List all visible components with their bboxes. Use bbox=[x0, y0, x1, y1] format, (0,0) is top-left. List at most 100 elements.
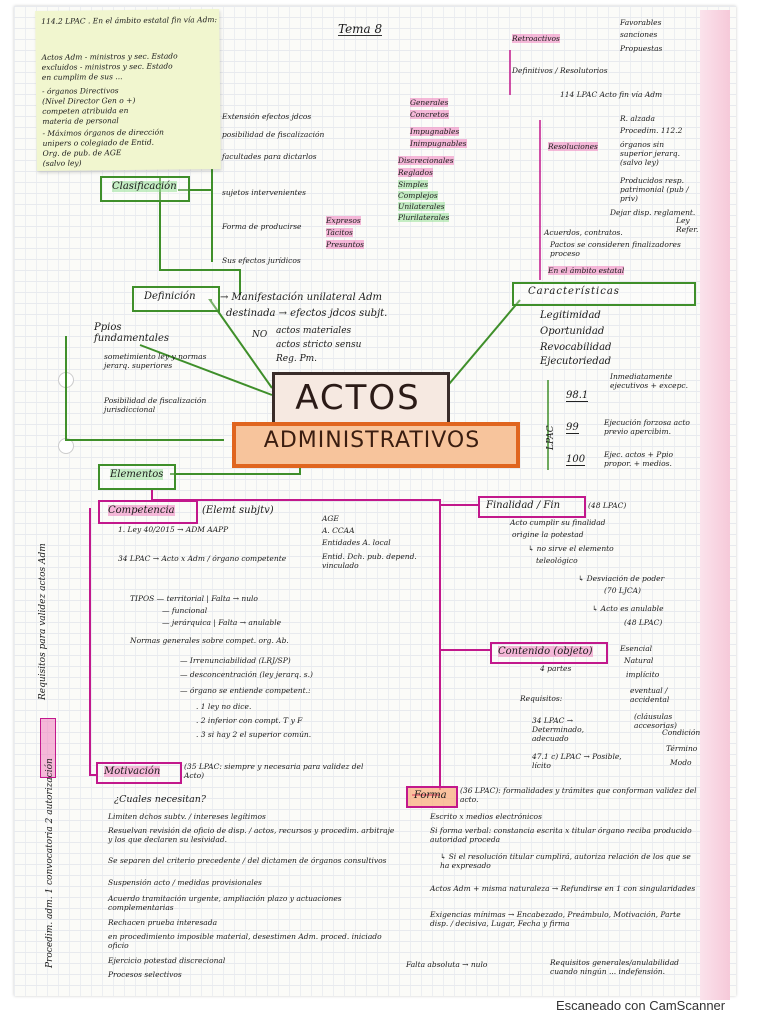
competencia-suffix: (Elemt subjtv) bbox=[202, 505, 274, 516]
definicion-no-item: actos materiales bbox=[276, 326, 352, 336]
forma-label: Forma bbox=[414, 790, 447, 801]
article-num: 98.1 bbox=[566, 390, 589, 402]
requisitos-label: Requisitos: bbox=[520, 694, 563, 703]
competencia-line: — desconcentración (ley jerarq. s.) bbox=[180, 670, 313, 679]
definicion-text: → Manifestación unilateral Adm bbox=[220, 292, 382, 303]
finalidad-line: ↳ Desviación de poder bbox=[578, 574, 665, 583]
forma-box bbox=[406, 786, 458, 808]
article-text: Ejecución forzosa acto previo apercibim. bbox=[604, 418, 690, 436]
clasificacion-box bbox=[100, 176, 190, 202]
clasif-sub: Reglados bbox=[398, 168, 433, 177]
sticky-line: Actos Adm - ministros y sec. Estado bbox=[41, 51, 178, 62]
entidad-item: AGE bbox=[322, 514, 339, 523]
ppios-label: Ppios fundamentales bbox=[94, 322, 170, 344]
competencia-label: Competencia bbox=[108, 505, 175, 516]
lpac-label: LPAC bbox=[546, 425, 556, 450]
competencia-line: . 3 si hay 2 el superior común. bbox=[196, 730, 312, 739]
accidental-item: Modo bbox=[670, 758, 692, 767]
caracteristicas-box bbox=[512, 282, 696, 306]
definitivos-extra: En el ámbito estatal bbox=[548, 266, 625, 275]
competencia-line: — órgano se entiende competent.: bbox=[180, 686, 311, 695]
finalidad-label: Finalidad / Fin bbox=[486, 500, 561, 511]
elementos-box bbox=[98, 464, 176, 490]
clasif-sub: Simples bbox=[398, 180, 429, 189]
motivacion-item: Se separen del criterio precedente / del… bbox=[108, 856, 387, 865]
sticky-line: (Nivel Director Gen o +) bbox=[42, 95, 136, 106]
forma-item: Falta absoluta → nulo bbox=[406, 960, 488, 969]
sticky-line: 114.2 LPAC . En el ámbito estatal fin ví… bbox=[41, 15, 218, 26]
contenido-kind: Esencial bbox=[620, 644, 653, 653]
sticky-line: materia de personal bbox=[42, 116, 119, 126]
article-num: 100 bbox=[566, 454, 586, 466]
caract-item: Ejecutoriedad bbox=[540, 356, 612, 367]
clasif-sub: Discrecionales bbox=[398, 156, 454, 165]
contenido-parts: 4 partes bbox=[540, 664, 572, 673]
clasif-sub: Concretos bbox=[410, 110, 449, 119]
clasif-item: Sus efectos jurídicos bbox=[222, 256, 301, 265]
motivacion-item: Resuelvan revisión de oficio de disp. / … bbox=[108, 826, 395, 844]
finalidad-line: ↳ Acto es anulable bbox=[592, 604, 664, 613]
clasif-item: Forma de producirse bbox=[222, 222, 302, 231]
motivacion-box bbox=[96, 762, 182, 784]
motivacion-item: Procesos selectivos bbox=[108, 970, 182, 979]
requisito-item: 47.1 c) LPAC → Posible, lícito bbox=[532, 752, 622, 770]
clasif-sub: Presuntos bbox=[326, 240, 364, 249]
title-box-bottom bbox=[232, 422, 520, 468]
requisito-item: 34 LPAC → Determinado, adecuado bbox=[532, 716, 585, 743]
contenido-box bbox=[490, 642, 608, 664]
contenido-kind: eventual / accidental bbox=[630, 686, 670, 704]
resolucion-item: Procedim. 112.2 bbox=[620, 126, 683, 135]
motivacion-item: Ejercicio potestad discrecional bbox=[108, 956, 226, 965]
competencia-line: 1. Ley 40/2015 → ADM AAPP bbox=[118, 525, 229, 534]
resoluciones-label: Resoluciones bbox=[548, 142, 598, 151]
definicion-text: destinada → efectos jdcos subjt. bbox=[226, 308, 388, 319]
finalidad-line: origine la potestad bbox=[512, 530, 584, 539]
contenido-label: Contenido (objeto) bbox=[498, 646, 593, 657]
caracteristicas-label: Características bbox=[528, 286, 620, 297]
article-num: 99 bbox=[566, 422, 579, 434]
main-title-line2: ADMINISTRATIVOS bbox=[263, 428, 481, 453]
motivacion-suffix: (35 LPAC: siempre y necesaria para valid… bbox=[184, 762, 364, 780]
sticky-line: competen atribuida en bbox=[42, 105, 129, 116]
ley-refer: Ley Refer. bbox=[676, 216, 699, 234]
motivacion-item: Rechacen prueba interesada bbox=[108, 918, 218, 927]
sticky-line: en cumplim de sus ... bbox=[41, 72, 123, 82]
finalidad-line: teleológico bbox=[536, 556, 578, 565]
retro-item: Propuestas bbox=[620, 44, 663, 53]
contenido-kind: (cláusulas accesorias) bbox=[634, 712, 677, 730]
definicion-no-item: Reg. Pm. bbox=[276, 354, 318, 364]
pink-margin-strip bbox=[700, 10, 730, 1000]
competencia-line: . 2 inferior con compt. T y F bbox=[196, 716, 303, 725]
finalidad-line: (70 LJCA) bbox=[604, 586, 641, 595]
definitivos-label: Definitivos / Resolutorios bbox=[512, 66, 608, 75]
competencia-line: . 1 ley no dice. bbox=[196, 702, 252, 711]
accidental-item: Condición bbox=[662, 728, 701, 737]
retro-item: sanciones bbox=[620, 30, 658, 39]
clasif-item: posibilidad de fiscalización bbox=[222, 130, 325, 139]
resolucion-item: R. alzada bbox=[620, 114, 655, 123]
elementos-label: Elementos bbox=[110, 469, 164, 480]
sticky-line: unipers o colegiado de Entid. bbox=[42, 137, 155, 148]
forma-item: Escrito x medios electrónicos bbox=[430, 812, 542, 821]
retroactivos-label: Retroactivos bbox=[512, 34, 560, 43]
competencia-line: TIPOS — territorial | Falta → nulo bbox=[130, 594, 258, 603]
clasif-sub: Impugnables bbox=[410, 127, 460, 136]
finalidad-line: Acto cumplir su finalidad bbox=[510, 518, 606, 527]
clasif-sub: Tácitos bbox=[326, 228, 353, 237]
finalidad-line: (48 LPAC) bbox=[624, 618, 663, 627]
sticky-line: (salvo ley) bbox=[42, 158, 82, 168]
competencia-line: — Irrenunciabilidad (LRJ/SP) bbox=[180, 656, 291, 665]
contenido-kind: Natural bbox=[624, 656, 654, 665]
motivacion-item: Limiten dchos subtv. / intereses legítim… bbox=[108, 812, 266, 821]
vertical-procedimiento: Procedim. adm. 1 convocatoria 2 autoriza… bbox=[45, 758, 55, 968]
motivacion-item: en procedimiento imposible material, des… bbox=[108, 932, 382, 950]
definicion-no: NO bbox=[252, 330, 268, 340]
entidad-item: Entidades A. local bbox=[322, 538, 391, 547]
article-text: Ejec. actos + Ppio propor. + medios. bbox=[604, 450, 674, 468]
finalidad-line: ↳ no sirve el elemento bbox=[528, 544, 614, 553]
ppios-item: Posibilidad de fiscalización jurisdiccio… bbox=[104, 396, 207, 414]
binder-hole bbox=[58, 372, 74, 388]
motivacion-question: ¿Cuales necesitan? bbox=[114, 794, 206, 805]
forma-item: Requisitos generales/anulabilidad cuando… bbox=[550, 958, 679, 976]
definicion-label: Definición bbox=[144, 291, 196, 302]
